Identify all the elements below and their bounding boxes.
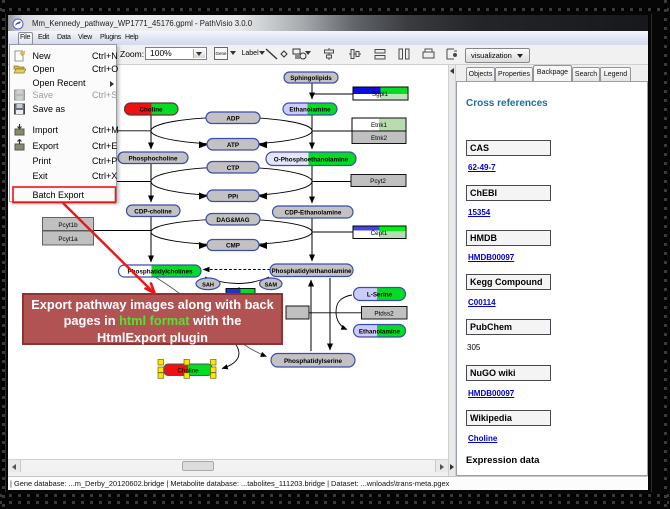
svg-text:CDP-Ethanolamine: CDP-Ethanolamine [285,210,342,217]
svg-text:PPi: PPi [228,193,238,200]
svg-text:DAG&MAG: DAG&MAG [216,217,249,224]
svg-text:Etnk2: Etnk2 [371,135,388,142]
svg-text:CTP: CTP [227,165,240,172]
svg-text:CMP: CMP [226,243,240,250]
svg-text:Phosphatidylethanolamine: Phosphatidylethanolamine [271,268,352,275]
svg-text:SAM: SAM [265,282,278,288]
svg-text:Pcyt1a: Pcyt1a [58,236,78,243]
svg-text:Choline: Choline [139,107,163,114]
svg-text:Ethanolamine: Ethanolamine [289,107,331,114]
svg-text:Phosphatidylcholines: Phosphatidylcholines [127,269,193,276]
svg-text:SAH: SAH [202,282,214,288]
svg-text:Phosphocholine: Phosphocholine [129,155,178,162]
svg-text:Cept1: Cept1 [371,230,388,237]
svg-text:Sgpl1: Sgpl1 [372,91,389,98]
svg-text:Pcyt2: Pcyt2 [370,178,386,185]
svg-text:Phosphatidylserine: Phosphatidylserine [284,358,343,365]
svg-text:ATP: ATP [227,142,239,149]
svg-text:ADP: ADP [226,115,239,122]
svg-text:Etnk1: Etnk1 [371,122,388,129]
svg-text:Ethanolamine: Ethanolamine [359,328,401,335]
svg-text:O-Phosphoethanolamine: O-Phosphoethanolamine [274,156,349,163]
svg-text:CDP-choline: CDP-choline [134,208,172,215]
svg-text:Pcyt1b: Pcyt1b [58,222,78,229]
svg-text:Choline: Choline [177,367,199,374]
svg-text:L-Serine: L-Serine [367,292,393,299]
svg-text:Ptdss2: Ptdss2 [374,311,394,318]
svg-text:Sphingolipids: Sphingolipids [290,75,332,82]
